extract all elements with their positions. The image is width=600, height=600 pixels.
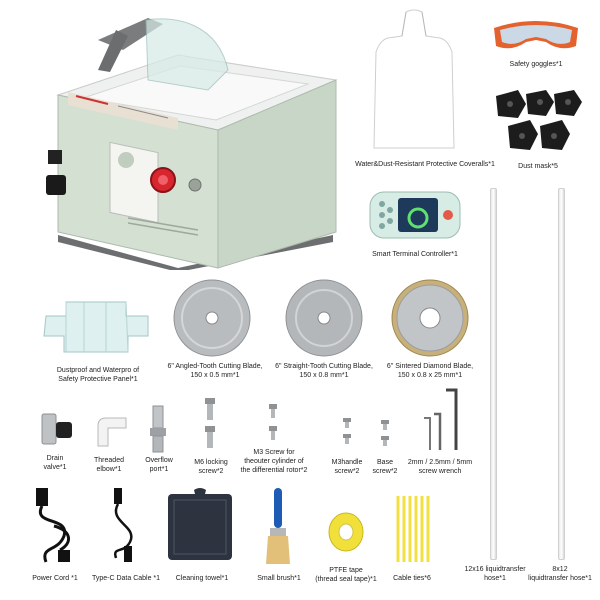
hex-wrench-icon	[424, 388, 458, 450]
cutting-machine-icon	[46, 18, 338, 270]
ptfe-label: PTFE tape(thread seal tape)*1	[315, 567, 377, 583]
controller-icon	[369, 191, 461, 239]
power-cord-icon	[36, 488, 70, 563]
screw-icon	[205, 398, 215, 448]
screw-icon	[381, 420, 389, 446]
cable-tie-icon	[396, 496, 430, 562]
elbow-fitting-icon	[97, 417, 127, 447]
controller-label: Smart Terminal Controller*1	[372, 251, 458, 258]
dust-mask-icon	[496, 90, 582, 150]
screw-icon	[343, 418, 351, 444]
saw-blade-icon	[173, 279, 251, 357]
saw-blade-icon	[391, 279, 469, 357]
hose-icon	[558, 188, 565, 560]
drain-valve-icon	[41, 413, 72, 445]
power-cord-label: Power Cord *1	[32, 575, 78, 582]
coveralls-label: Water&Dust-Resistant Protective Coverall…	[355, 161, 495, 168]
hose-icon	[490, 188, 497, 560]
ptfe-tape-icon	[328, 512, 364, 552]
brush-icon	[266, 488, 290, 564]
typec-label: Type-C Data Cable *1	[91, 575, 161, 582]
cable-ties-label: Cable ties*6	[393, 575, 431, 582]
protective-panel-icon	[43, 301, 149, 353]
blade-diamond-label: 6" Sintered Diamond Blade,150 x 0.8 x 25…	[386, 363, 474, 379]
brush-label: Small brush*1	[257, 575, 301, 582]
saw-blade-icon	[285, 279, 363, 357]
goggles-label: Safety goggles*1	[509, 61, 563, 68]
blade-angled-label: 6" Angled-Tooth Cutting Blade,150 x 0.5 …	[167, 363, 263, 379]
safety-goggles-icon	[494, 21, 578, 49]
mask-label: Dust mask*5	[518, 163, 558, 170]
overflow-port-icon	[150, 405, 166, 453]
blade-straight-label: 6" Straight-Tooth Cutting Blade,150 x 0.…	[275, 363, 373, 379]
towel-label: Cleaning towel*1	[175, 575, 229, 582]
towel-icon	[168, 488, 232, 560]
apron-icon	[373, 9, 455, 149]
usb-c-cable-icon	[113, 488, 133, 562]
screw-icon	[269, 404, 277, 440]
